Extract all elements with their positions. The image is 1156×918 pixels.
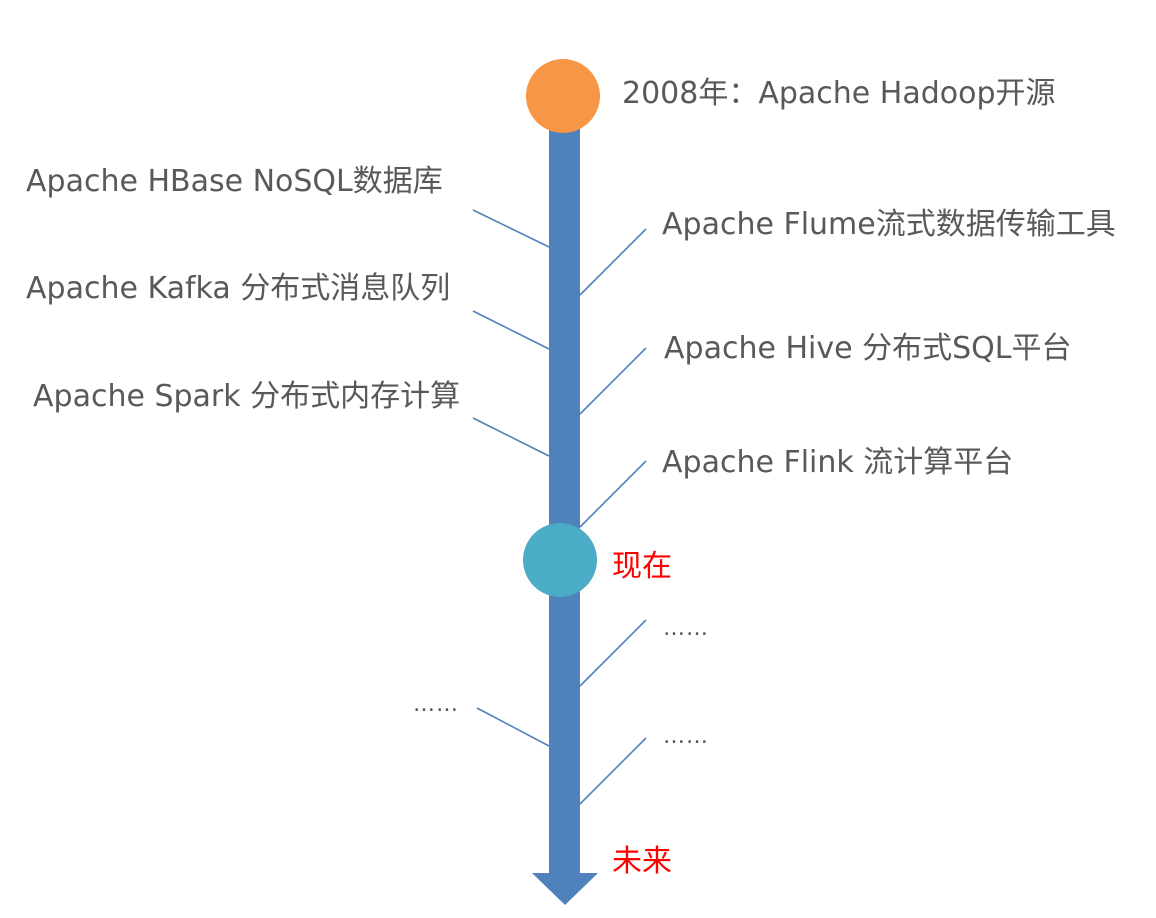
future-label: 未来 — [612, 844, 672, 879]
event-kafka-label: Apache Kafka 分布式消息队列 — [26, 271, 451, 306]
start-node — [526, 59, 600, 133]
event-right-future-1-label: …… — [663, 616, 709, 641]
start-event-label: 2008年：Apache Hadoop开源 — [622, 76, 1056, 111]
connector-left-future — [476, 707, 550, 747]
event-left-future-label: …… — [413, 692, 459, 717]
timeline-arrowhead — [532, 873, 598, 905]
connector-spark — [472, 417, 550, 457]
connector-hbase — [472, 209, 550, 248]
event-hbase-label: Apache HBase NoSQL数据库 — [26, 164, 443, 199]
timeline-axis — [549, 96, 580, 876]
event-right-future-2-label: …… — [663, 724, 709, 749]
now-label: 现在 — [612, 549, 672, 584]
connector-right-future-2 — [579, 737, 647, 805]
connector-flink — [579, 460, 647, 528]
event-hive-label: Apache Hive 分布式SQL平台 — [664, 331, 1072, 366]
connector-right-future-1 — [579, 619, 647, 687]
connector-kafka — [472, 310, 550, 350]
event-flink-label: Apache Flink 流计算平台 — [662, 445, 1014, 480]
connector-flume — [579, 228, 647, 296]
now-node — [523, 523, 597, 597]
event-flume-label: Apache Flume流式数据传输工具 — [662, 207, 1116, 242]
event-spark-label: Apache Spark 分布式内存计算 — [33, 379, 461, 414]
connector-hive — [579, 347, 647, 415]
